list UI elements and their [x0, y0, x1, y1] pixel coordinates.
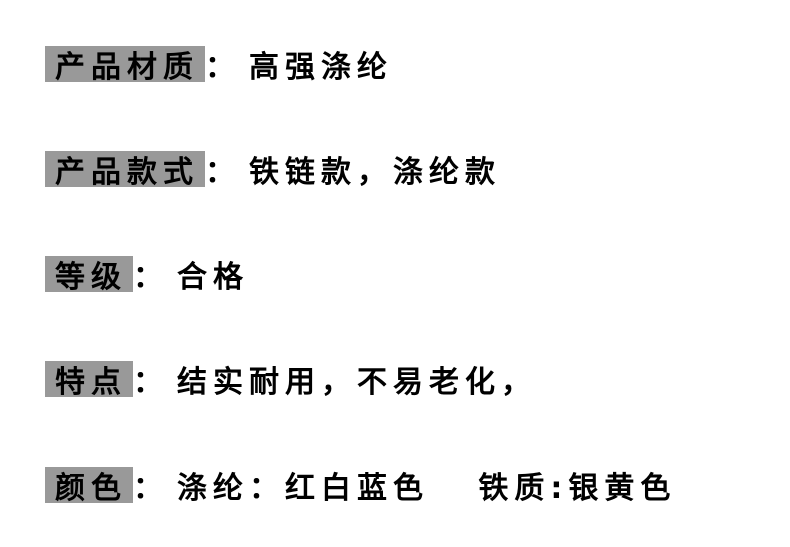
spec-value: 高强涤纶 [249, 50, 393, 85]
spec-row-color: 颜色 ： 涤纶：红白蓝色 铁质:银黄色 [45, 467, 676, 506]
spec-row-grade: 等级 ： 合格 [45, 256, 249, 295]
spec-colon: ： [205, 50, 235, 85]
spec-value: 结实耐用，不易老化， [177, 365, 537, 400]
spec-label: 等级 [45, 256, 133, 295]
spec-colon: ： [205, 155, 235, 190]
spec-colon: ： [133, 260, 163, 295]
spec-label: 产品材质 [45, 46, 205, 85]
spec-colon: ： [133, 471, 163, 506]
spec-row-style: 产品款式 ： 铁链款，涤纶款 [45, 151, 501, 190]
spec-row-feature: 特点 ： 结实耐用，不易老化， [45, 361, 537, 400]
spec-value: 合格 [177, 260, 249, 295]
spec-label: 特点 [45, 361, 133, 400]
spec-label: 颜色 [45, 467, 133, 506]
spec-label: 产品款式 [45, 151, 205, 190]
spec-value: 涤纶：红白蓝色 铁质:银黄色 [177, 471, 677, 506]
spec-value: 铁链款，涤纶款 [249, 155, 501, 190]
spec-row-material: 产品材质 ： 高强涤纶 [45, 46, 393, 85]
spec-colon: ： [133, 365, 163, 400]
